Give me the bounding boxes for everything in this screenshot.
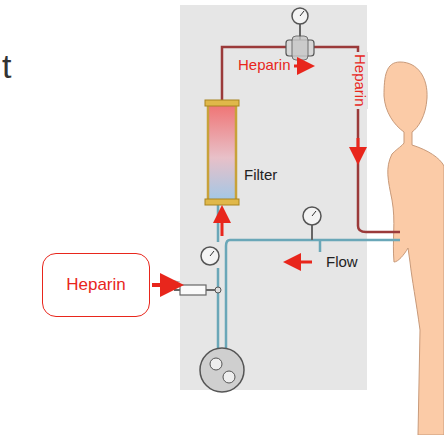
heparin-box: Heparin bbox=[42, 253, 150, 317]
heparin-syringe bbox=[180, 285, 206, 295]
heparin-arrow bbox=[294, 65, 306, 68]
return-line bbox=[222, 47, 400, 232]
patient-silhouette bbox=[384, 62, 444, 435]
flow-arrow bbox=[292, 261, 312, 264]
pre-filter-line bbox=[217, 205, 220, 348]
access-line bbox=[226, 240, 400, 348]
heparin-label: Heparin bbox=[238, 57, 291, 74]
node-text: Heparin bbox=[66, 275, 126, 295]
filter-node: Filter bbox=[208, 102, 288, 203]
node-text: Filter bbox=[244, 166, 277, 183]
machine-panel bbox=[180, 5, 367, 390]
flow-arrow bbox=[221, 214, 224, 236]
pressure-gauge bbox=[292, 8, 308, 24]
slide-text-fragment: t bbox=[2, 48, 11, 85]
flow-label: Flow bbox=[326, 254, 358, 271]
pressure-gauge bbox=[303, 207, 321, 225]
heparin-label: Heparin bbox=[351, 52, 368, 109]
heparin-arrow bbox=[357, 138, 360, 156]
pressure-gauge bbox=[201, 247, 219, 265]
blood-pump bbox=[200, 348, 244, 392]
filter-cartridge bbox=[208, 102, 236, 203]
heparin-arrow bbox=[152, 283, 172, 287]
